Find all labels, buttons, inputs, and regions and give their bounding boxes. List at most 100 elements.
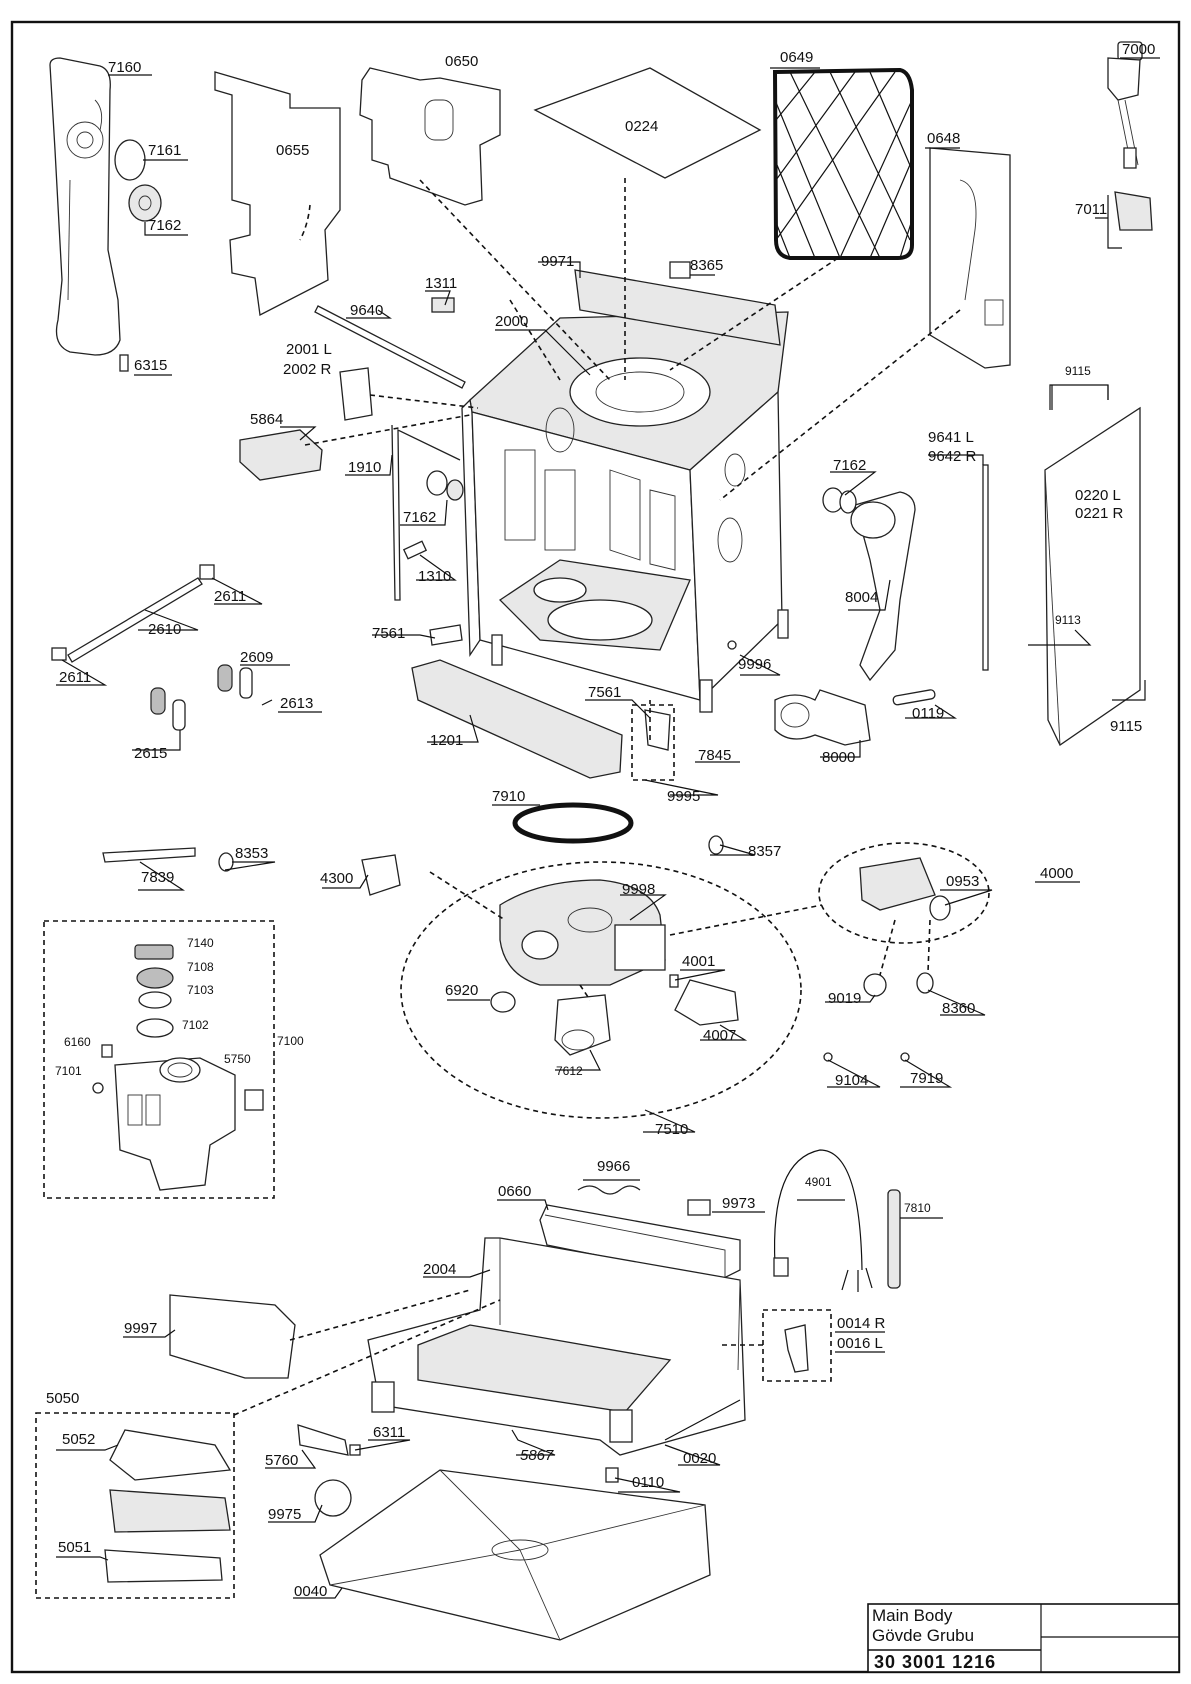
part-label: 0014 R [837,1315,886,1332]
part-label: 1310 [418,568,451,585]
part-label: 2001 L [286,341,332,358]
sump-assembly-group [400,861,802,1119]
part-label: 5760 [265,1452,298,1469]
part-label: 5864 [250,411,283,428]
part-label: 9997 [124,1320,157,1337]
part-label: 0660 [498,1183,531,1200]
part-label: 9640 [350,302,383,319]
part-label: 6160 [64,1035,91,1049]
part-label: 8365 [690,257,723,274]
part-label: 9641 L [928,429,974,446]
part-label: 1311 [425,275,457,292]
page-border [10,20,1181,1674]
part-labels: 7160 7161 7162 6315 0655 0650 0224 0649 … [46,41,1155,1600]
part-label: 9996 [738,656,771,673]
part-label: 4000 [1040,865,1073,882]
part-label: 7102 [182,1018,209,1032]
part-label: 8000 [822,749,855,766]
part-label: 7612 [556,1064,583,1078]
part-label: 5867 [520,1447,554,1464]
part-label: 7910 [492,788,525,805]
part-7000-drawing [1107,41,1143,169]
part-label: 7160 [108,59,141,76]
part-0648-drawing [929,147,1011,369]
part-label: 5052 [62,1431,95,1448]
part-8000-drawing [774,689,871,746]
part-label: 7100 [277,1034,304,1048]
part-label: 6311 [373,1424,405,1441]
part-label: 7000 [1122,41,1155,58]
part-label: 9019 [828,990,861,1007]
part-label: 8360 [942,1000,975,1017]
part-label: 5050 [46,1390,79,1407]
part-0650-drawing [359,67,501,206]
part-7100-drawing [114,1057,236,1191]
part-label: 0953 [946,873,979,890]
part-label: 4001 [682,953,715,970]
part-label: 9115 [1110,718,1142,735]
part-9997-drawing [169,1294,296,1379]
part-label: 1201 [430,732,463,749]
part-label: 7140 [187,936,214,950]
part-label: 7510 [655,1121,688,1138]
part-0040-drawing [319,1469,711,1641]
part-label: 2000 [495,313,528,330]
part-0649-drawing [772,67,914,260]
part-label: 2609 [240,649,273,666]
part-label: 0224 [625,118,658,135]
part-label: 0220 L [1075,487,1121,504]
part-label: 9966 [597,1158,630,1175]
part-label: 2610 [148,621,181,638]
part-label: 7919 [910,1070,943,1087]
part-label: 2613 [280,695,313,712]
part-0655-drawing [214,71,341,316]
part-label: 0221 R [1075,505,1124,522]
pump-assembly-group [818,842,990,944]
part-label: 0040 [294,1583,327,1600]
part-label: 9998 [622,881,655,898]
part-label: 5051 [58,1539,91,1556]
part-label: 0649 [780,49,813,66]
part-label: 9115 [1065,364,1091,378]
part-label: 2004 [423,1261,456,1278]
part-label: 8353 [235,845,268,862]
part-1201-drawing [411,659,623,779]
title-block-name-en: Main Body [872,1606,953,1625]
part-label: 4007 [703,1027,736,1044]
title-block: Main Body Gövde Grubu 30 3001 1216 [867,1603,1180,1673]
control-module-group-5050 [35,1412,235,1599]
part-label: 2611 [214,588,246,605]
part-label: 8357 [748,843,781,860]
part-label: 7561 [372,625,405,642]
part-label: 1910 [348,459,381,476]
part-label: 0110 [632,1474,664,1491]
part-4901-drawing [773,1149,863,1271]
part-label: 6920 [445,982,478,999]
part-0220-drawing [1044,406,1141,746]
part-8004-drawing [854,491,916,682]
part-label: 7839 [141,869,174,886]
part-label: 9995 [667,788,700,805]
part-label: 7810 [904,1201,931,1215]
part-label: 9975 [268,1506,301,1523]
part-label: 0648 [927,130,960,147]
part-label: 9971 [541,253,574,270]
part-label: 7011 [1075,201,1107,218]
part-label: 2615 [134,745,167,762]
part-label: 5750 [224,1052,251,1066]
part-label: 2611 [59,669,91,686]
part-label: 8004 [845,589,878,606]
part-label: 2002 R [283,361,332,378]
part-label: 6315 [134,357,167,374]
part-label: 7108 [187,960,214,974]
part-label: 7162 [148,217,181,234]
part-label: 0119 [912,705,944,722]
part-label: 0020 [683,1450,716,1467]
softener-group-7100 [43,920,275,1199]
part-label: 7845 [698,747,731,764]
title-block-name-tr: Gövde Grubu [872,1626,974,1645]
part-label: 4300 [320,870,353,887]
part-7910-drawing [512,802,634,844]
part-label: 9113 [1055,613,1081,627]
part-label: 0655 [276,142,309,159]
